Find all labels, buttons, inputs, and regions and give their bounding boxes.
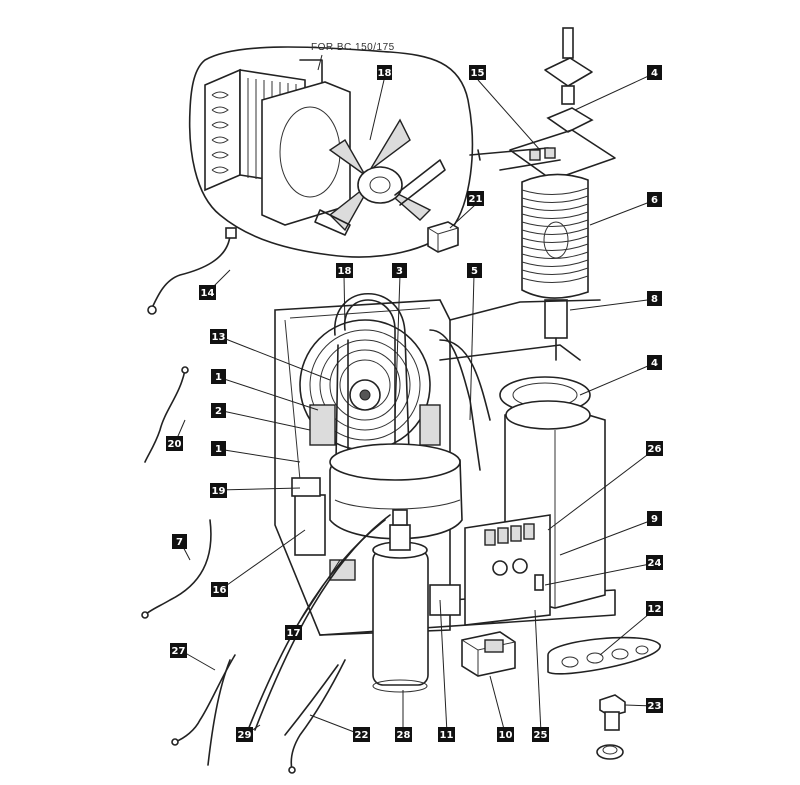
callout-5: 5 bbox=[467, 263, 482, 278]
callout-1-lower: 1 bbox=[211, 441, 226, 456]
svg-text:4: 4 bbox=[651, 358, 658, 369]
callout-1-upper: 1 bbox=[211, 369, 226, 384]
wire-harness-14 bbox=[147, 227, 237, 315]
tap-assembly bbox=[596, 694, 626, 760]
filter-canister bbox=[372, 509, 429, 693]
svg-text:18: 18 bbox=[378, 68, 392, 79]
display-panel bbox=[547, 636, 661, 675]
svg-text:2: 2 bbox=[215, 406, 222, 417]
svg-text:15: 15 bbox=[471, 68, 485, 79]
callout-7: 7 bbox=[172, 534, 187, 549]
callout-11: 11 bbox=[438, 727, 455, 742]
callout-8: 8 bbox=[647, 291, 662, 306]
svg-text:6: 6 bbox=[651, 195, 658, 206]
fan-motor bbox=[314, 118, 446, 236]
callout-4-top: 4 bbox=[647, 65, 662, 80]
callout-17: 17 bbox=[285, 625, 302, 640]
inset-note: FOR BC 150/175 bbox=[311, 42, 395, 53]
callout-18-inset: 18 bbox=[377, 65, 392, 80]
svg-text:4: 4 bbox=[651, 68, 658, 79]
svg-text:8: 8 bbox=[651, 294, 658, 305]
svg-text:22: 22 bbox=[355, 730, 369, 741]
wire-harness-29 bbox=[247, 514, 391, 731]
wire-harness-27 bbox=[171, 654, 236, 766]
callout-20: 20 bbox=[166, 436, 183, 451]
fan-assembly-inset: FOR BC 150/175 bbox=[188, 42, 474, 258]
callout-3: 3 bbox=[392, 263, 407, 278]
transformer-10 bbox=[461, 631, 516, 677]
svg-text:23: 23 bbox=[648, 701, 662, 712]
callout-25: 25 bbox=[532, 727, 549, 742]
svg-text:1: 1 bbox=[215, 444, 222, 455]
wire-harness-7 bbox=[141, 519, 212, 619]
callout-4-tank: 4 bbox=[647, 355, 662, 370]
compressor bbox=[329, 443, 463, 540]
callout-27: 27 bbox=[170, 643, 187, 658]
callout-19: 19 bbox=[210, 483, 227, 498]
callout-28: 28 bbox=[395, 727, 412, 742]
callout-15: 15 bbox=[469, 65, 486, 80]
callout-24: 24 bbox=[646, 555, 663, 570]
svg-text:29: 29 bbox=[238, 730, 252, 741]
wire-harness-20 bbox=[144, 366, 189, 463]
callout-6: 6 bbox=[647, 192, 662, 207]
svg-text:24: 24 bbox=[648, 558, 662, 569]
svg-text:3: 3 bbox=[396, 266, 403, 277]
svg-text:21: 21 bbox=[469, 194, 483, 205]
control-board bbox=[464, 514, 551, 626]
callout-29: 29 bbox=[236, 727, 253, 742]
svg-text:5: 5 bbox=[471, 266, 478, 277]
wire-harness-22 bbox=[284, 659, 346, 774]
svg-text:7: 7 bbox=[176, 537, 183, 548]
callout-22: 22 bbox=[353, 727, 370, 742]
callout-21: 21 bbox=[467, 191, 484, 206]
svg-text:18: 18 bbox=[338, 266, 352, 277]
transformer-21 bbox=[427, 221, 459, 253]
svg-text:1: 1 bbox=[215, 372, 222, 383]
svg-text:27: 27 bbox=[172, 646, 186, 657]
callout-16: 16 bbox=[211, 582, 228, 597]
svg-text:17: 17 bbox=[287, 628, 301, 639]
callout-10: 10 bbox=[497, 727, 514, 742]
svg-text:10: 10 bbox=[499, 730, 513, 741]
svg-text:25: 25 bbox=[534, 730, 548, 741]
svg-text:12: 12 bbox=[648, 604, 662, 615]
callout-12: 12 bbox=[646, 601, 663, 616]
callout-18-main: 18 bbox=[336, 263, 353, 278]
svg-text:28: 28 bbox=[397, 730, 411, 741]
callout-23: 23 bbox=[646, 698, 663, 713]
svg-text:16: 16 bbox=[213, 585, 227, 596]
callout-26: 26 bbox=[646, 441, 663, 456]
heater-coil-assembly bbox=[469, 27, 616, 361]
svg-text:19: 19 bbox=[212, 486, 226, 497]
svg-text:20: 20 bbox=[168, 439, 182, 450]
callout-14: 14 bbox=[199, 285, 216, 300]
leader-lines bbox=[174, 72, 656, 736]
svg-text:9: 9 bbox=[651, 514, 658, 525]
callout-2: 2 bbox=[211, 403, 226, 418]
svg-text:26: 26 bbox=[648, 444, 662, 455]
svg-text:11: 11 bbox=[440, 730, 454, 741]
callout-13: 13 bbox=[210, 329, 227, 344]
svg-text:13: 13 bbox=[212, 332, 226, 343]
callouts: 18 15 4 21 6 14 18 3 5 8 13 1 4 2 20 1 2… bbox=[166, 65, 663, 742]
svg-text:14: 14 bbox=[201, 288, 215, 299]
callout-9: 9 bbox=[647, 511, 662, 526]
